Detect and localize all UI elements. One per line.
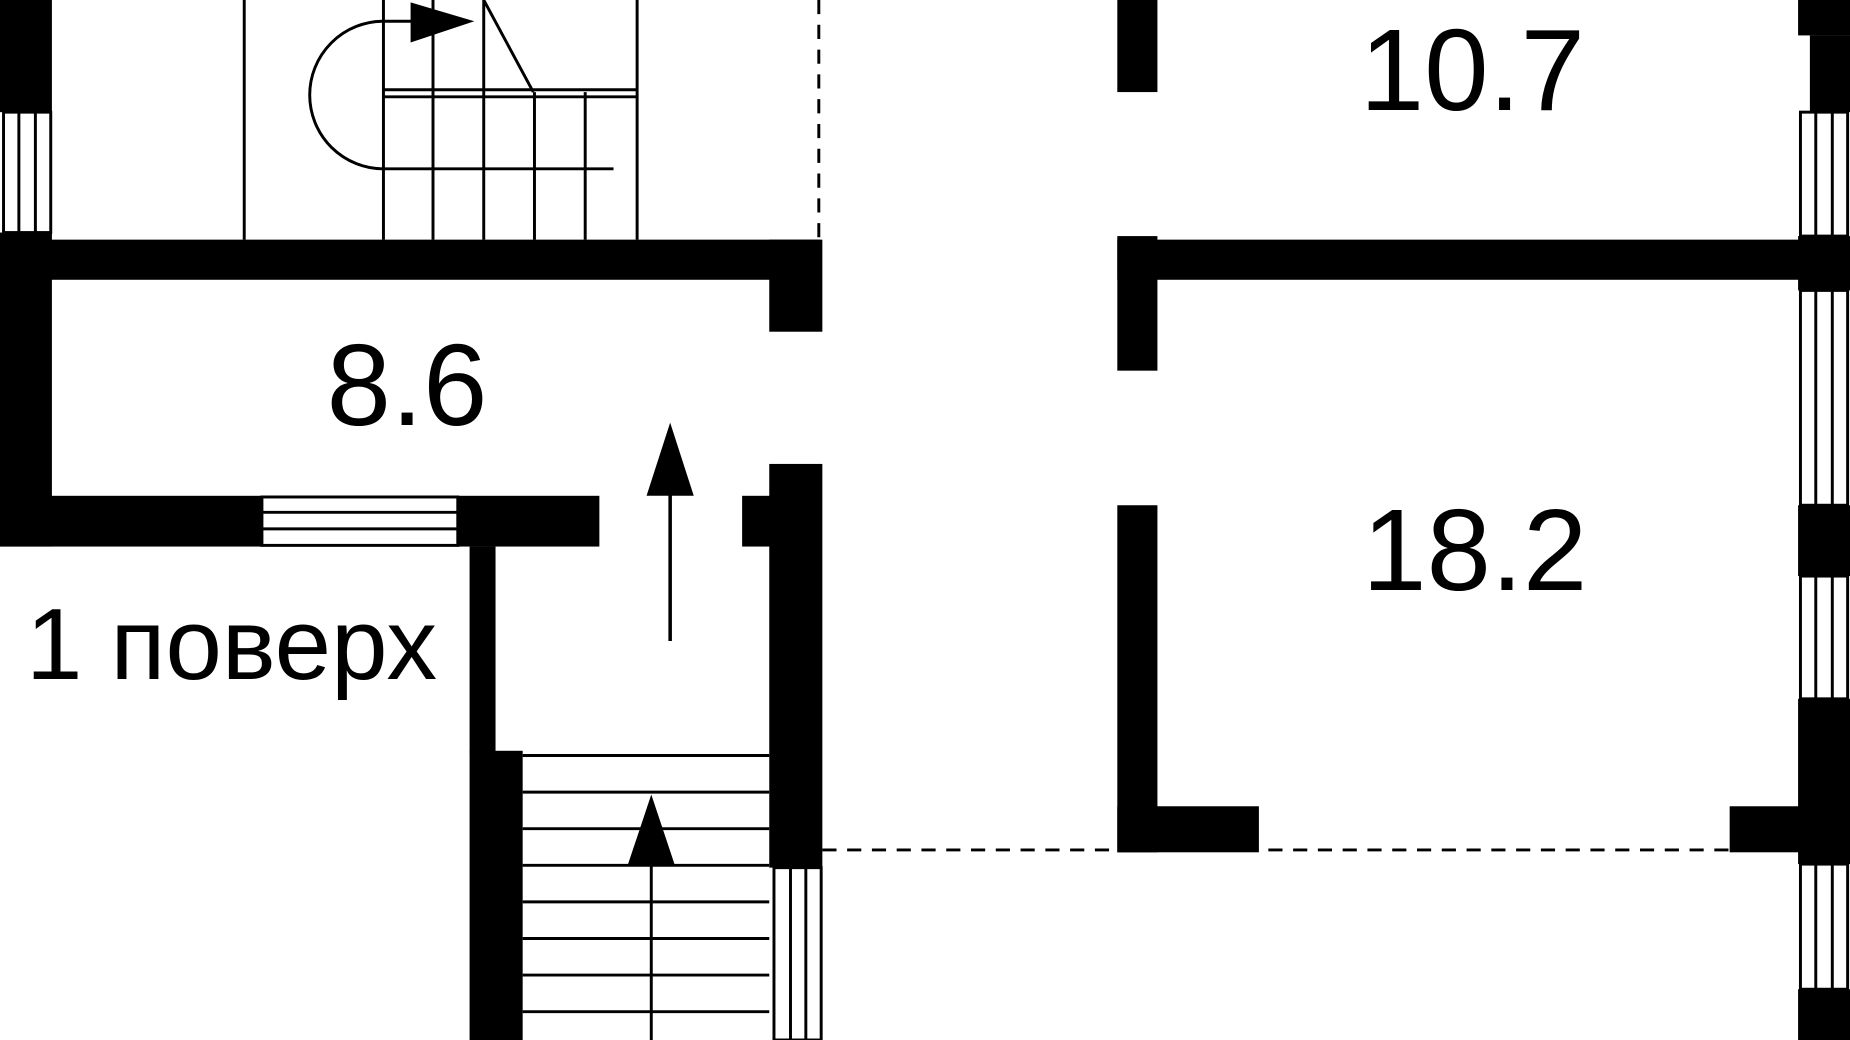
- spiral-stair-icon: [242, 0, 639, 240]
- vestibule-right-wall-notch: [742, 495, 772, 547]
- room-area-left: 8.6: [327, 320, 488, 450]
- right-outer-wall-d: [1798, 505, 1850, 577]
- wall-stairhall-bottom: [0, 239, 820, 280]
- right-outer-wall-f: [1798, 989, 1850, 1040]
- wall-room86-bottom-right: [457, 495, 600, 547]
- room182-bottom-wall-left: [1117, 806, 1259, 853]
- wall-room86-bottom-left: [0, 495, 262, 547]
- window-right-1: [1798, 110, 1850, 238]
- room-area-right: 18.2: [1362, 485, 1587, 615]
- center-partition-top: [1117, 0, 1158, 93]
- wall-room107-bottom: [1117, 239, 1850, 280]
- room-area-top-right: 10.7: [1360, 5, 1585, 135]
- window-right-2: [1798, 288, 1850, 507]
- vestibule-right-wall: [769, 463, 823, 868]
- window-room86-bottom: [260, 495, 460, 547]
- floor-label: 1 поверх: [26, 587, 437, 701]
- center-partition-low: [1117, 505, 1158, 853]
- vestibule-left-wall-thick: [469, 750, 523, 1040]
- window-left: [2, 110, 53, 235]
- wall-stub-upper: [769, 239, 823, 332]
- window-right-3: [1798, 574, 1850, 701]
- straight-stair-icon: [522, 754, 770, 1040]
- windows: [2, 110, 1850, 1040]
- left-outer-wall-lower: [0, 232, 52, 547]
- window-vestibule: [772, 866, 823, 1040]
- right-outer-wall-a: [1798, 0, 1850, 36]
- right-outer-wall-c: [1798, 236, 1850, 291]
- up-arrow-icon: [646, 422, 694, 641]
- left-outer-wall-upper: [0, 0, 52, 113]
- right-outer-wall-b: [1809, 35, 1850, 113]
- right-outer-wall-e: [1798, 698, 1850, 865]
- vestibule-left-wall-thin: [469, 546, 496, 754]
- window-right-4: [1798, 862, 1850, 991]
- dashed-boundaries: [817, 0, 1730, 852]
